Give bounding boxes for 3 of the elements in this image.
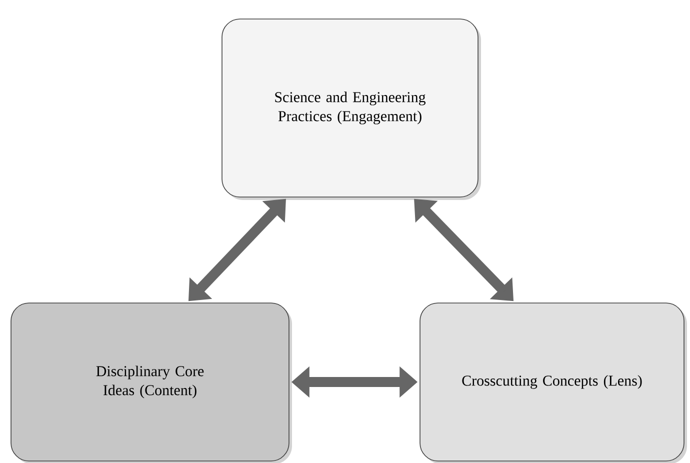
concept-box: Science and Engineering Practices (Engagement) bbox=[222, 18, 481, 200]
concept-box: Crosscutting Concepts (Lens) bbox=[420, 302, 687, 463]
concept-box: Disciplinary Core Ideas (Content) bbox=[10, 302, 292, 463]
